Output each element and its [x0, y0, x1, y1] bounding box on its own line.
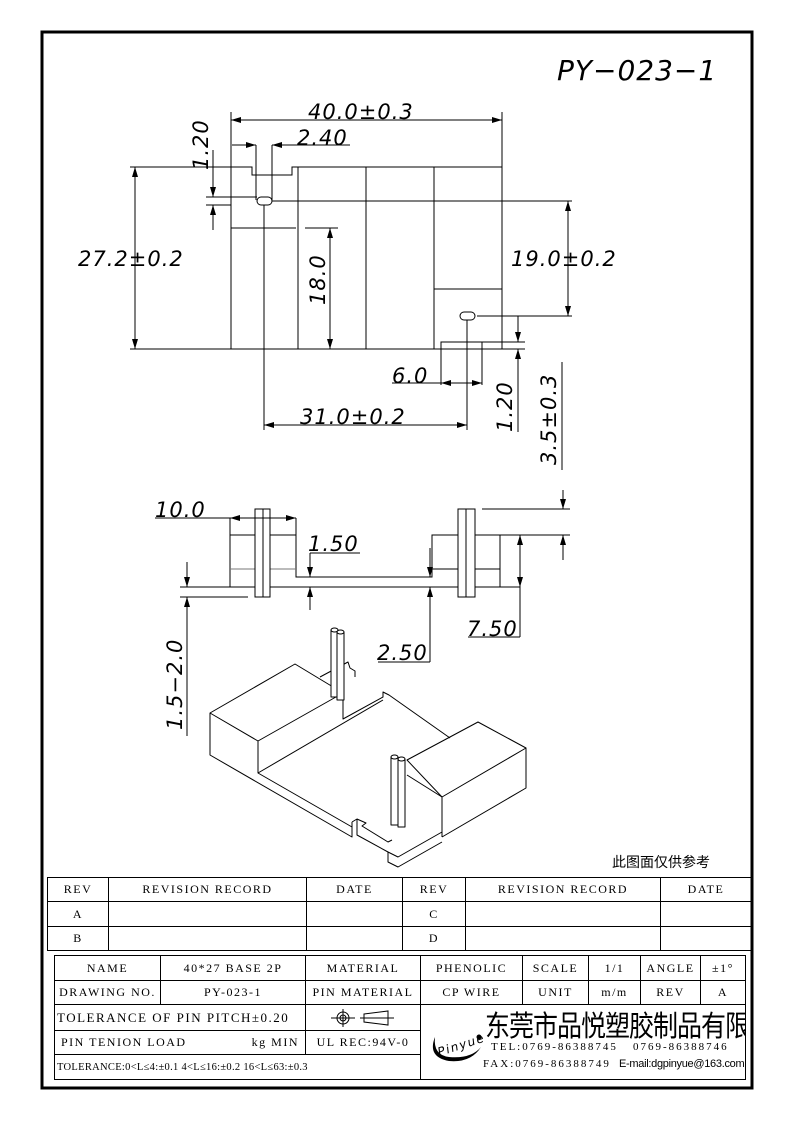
- dim-base-thickness: 2.50: [377, 641, 428, 665]
- scale-value: 1/1: [588, 955, 641, 981]
- dim-overall-length: 40.0±0.3: [308, 100, 414, 124]
- drawing-no-value: PY-023-1: [160, 980, 306, 1005]
- date-cell: [306, 926, 403, 951]
- company-email: E-mail:dgpinyue@163.com: [619, 1058, 745, 1070]
- revision-record-header-2: REVISION RECORD: [465, 877, 661, 902]
- dim-inner-width: 18.0: [306, 254, 330, 305]
- drawing-id: PY−023−1: [557, 54, 717, 87]
- pin-tension-label: PIN TENION LOAD: [61, 1035, 187, 1049]
- dim-pin-spacing-y: 19.0±0.2: [511, 247, 617, 271]
- rev-cell: D: [402, 926, 466, 951]
- revision-record-header: REVISION RECORD: [108, 877, 307, 902]
- general-tolerance: TOLERANCE:0<L≤4:±0.1 4<L≤16:±0.2 16<L≤63…: [54, 1054, 421, 1080]
- dim-pin-offset-top: 1.20: [189, 119, 213, 170]
- drawing-no-label: DRAWING NO.: [54, 980, 161, 1005]
- material-value: PHENOLIC: [420, 955, 523, 981]
- angle-label: ANGLE: [640, 955, 701, 981]
- isometric-view: [209, 627, 527, 868]
- unit-value: m/m: [588, 980, 641, 1005]
- pin-pitch-tolerance: TOLERANCE OF PIN PITCH±0.20: [54, 1004, 306, 1031]
- ul-rec: UL REC:94V-0: [305, 1030, 421, 1055]
- pin-tension-row: PIN TENION LOAD kg MIN: [54, 1030, 306, 1055]
- rev-cell: C: [402, 901, 466, 927]
- date-header-2: DATE: [660, 877, 752, 902]
- date-cell: [660, 901, 752, 927]
- angle-value: ±1°: [700, 955, 746, 981]
- third-angle-projection-icon: [331, 1008, 394, 1027]
- company-tel: TEL:0769-86388745: [491, 1041, 618, 1053]
- pin-tension-unit: kg MIN: [251, 1035, 299, 1049]
- company-fax: FAX:0769-86388749: [483, 1058, 611, 1070]
- rev-value: A: [700, 980, 746, 1005]
- rev-header-2: REV: [402, 877, 466, 902]
- sheet-border: [40, 30, 754, 1090]
- pin-material-value: CP WIRE: [420, 980, 523, 1005]
- dim-tab-offset: 1.20: [493, 381, 517, 432]
- company-block: Pinyue 东莞市品悦塑胶制品有限公司 TEL:0769-86388745 0…: [420, 1004, 746, 1080]
- dim-block-width: 10.0: [155, 498, 206, 522]
- dim-notch-width: 2.40: [297, 126, 348, 150]
- dim-pin-below: 1.5−2.0: [163, 639, 187, 730]
- material-label: MATERIAL: [305, 955, 421, 981]
- rev-cell: A: [47, 901, 109, 927]
- date-cell: [306, 901, 403, 927]
- side-view: [155, 490, 570, 736]
- name-label: NAME: [54, 955, 161, 981]
- pin-hole-right: [459, 311, 476, 321]
- scale-label: SCALE: [522, 955, 589, 981]
- dim-channel-depth: 1.50: [308, 532, 359, 556]
- company-logo: Pinyue: [427, 1025, 487, 1065]
- dim-pin-height: 3.5±0.3: [537, 374, 561, 465]
- pinyue-logo-icon: Pinyue: [432, 1031, 487, 1062]
- rev-cell: B: [47, 926, 109, 951]
- dim-pin-spacing-x: 31.0±0.2: [300, 405, 406, 429]
- revision-record-cell: [108, 926, 307, 951]
- pin-hole-left: [256, 196, 273, 206]
- rev-label: REV: [640, 980, 701, 1005]
- company-name: 东莞市品悦塑胶制品有限公司: [485, 1009, 746, 1044]
- date-cell: [660, 926, 752, 951]
- dim-tab-width: 6.0: [392, 364, 428, 388]
- date-header: DATE: [306, 877, 403, 902]
- top-view: [130, 112, 572, 470]
- pin-material-label: PIN MATERIAL: [305, 980, 421, 1005]
- company-tel-2: 0769-86388746: [633, 1041, 729, 1053]
- rev-header: REV: [47, 877, 109, 902]
- reference-note: 此图面仅供参考: [612, 855, 710, 871]
- revision-record-cell: [108, 901, 307, 927]
- dim-overall-width: 27.2±0.2: [78, 247, 184, 271]
- revision-record-cell: [465, 926, 661, 951]
- dim-block-height: 7.50: [467, 617, 518, 641]
- svg-text:Pinyue: Pinyue: [436, 1031, 483, 1060]
- projection-symbol: [305, 1004, 421, 1031]
- name-value: 40*27 BASE 2P: [160, 955, 306, 981]
- unit-label: UNIT: [522, 980, 589, 1005]
- revision-record-cell: [465, 901, 661, 927]
